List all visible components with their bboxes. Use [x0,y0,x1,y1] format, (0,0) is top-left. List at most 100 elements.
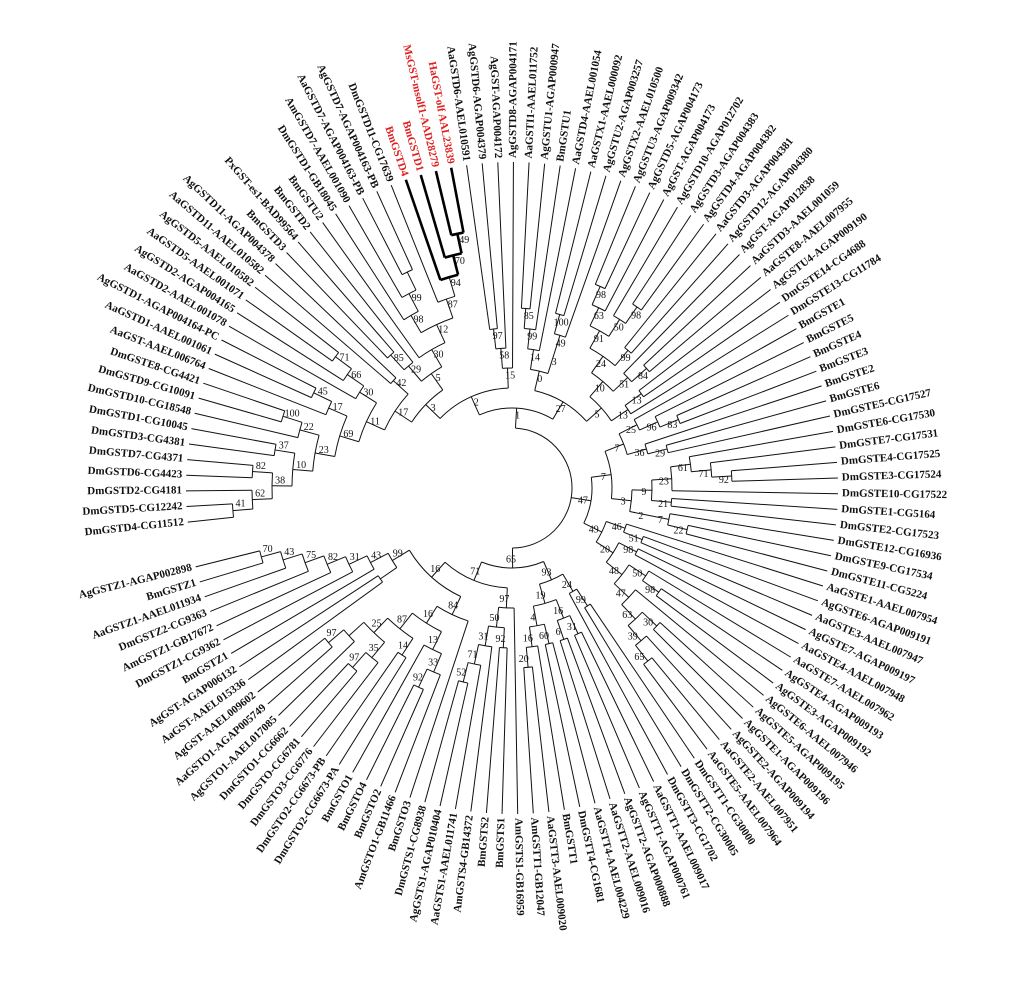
bootstrap-clade-e35: 7 [658,515,663,526]
leaf-label: DmGSTD2-CG4181 [87,484,182,497]
bootstrap-clade-d16: 71 [340,352,350,363]
branch-AaGSTE7-AAEL007962 [649,571,791,657]
bootstrap-clade-o3: 13 [428,635,438,646]
branch-DmGSTO2-CG6673-PB [326,652,398,756]
bootstrap-clade-z4: 31 [350,552,360,563]
clade-arc-clade-e7 [633,304,642,310]
bootstrap-clade-e20: 7 [601,472,606,483]
bootstrap-clade-d11: 100 [285,408,300,419]
bootstrap-clade-t1: 93 [542,568,552,579]
leaf-label: BmGSTS2 [476,816,492,867]
bootstrap-clade-d6: 62 [255,488,265,499]
branch-DmGSTE4-CG17525 [731,462,837,470]
bootstrap-clade-u3: 99 [527,332,537,343]
branch-AgGSTE3-AGAP009192 [656,596,773,683]
clade-arc-clade-d16 [332,353,338,361]
branch-DmGSTO2-CG6673-PA [339,658,406,765]
bootstrap-clade-d4: 10 [296,460,306,471]
clade-arc-clade-z2 [378,576,382,582]
branch-AaGST-AAEL015336 [248,582,382,680]
clade-arc-clade-e52 [644,658,652,665]
branch-DmGSTE13-CG11784 [631,315,789,414]
bootstrap-clade-s6: 52 [456,667,466,678]
branch-AgGSTD8-AGAP004171 [513,162,514,368]
branch-AaGSTD6-AAEL010591 [467,165,490,329]
bootstrap-clade-e4: 63 [594,311,604,322]
clade-arc-clade-u4 [521,308,530,309]
branch-DmGSTE1-CG5164 [672,498,838,509]
leaf-label: BmGSTS1 [494,818,508,868]
bootstrap-clade-z5: 82 [328,552,338,563]
leaf-label: AaGSTI1-AAEL011752 [523,46,541,159]
clade-arc-clade-o7 [398,652,406,657]
branch-AgGSTE4-AGAP009193 [661,589,782,671]
branch-AaGSTZ1-AAEL011934 [205,568,286,597]
bootstrap-clade-d1: 11 [370,416,380,427]
branch-DmGSTE5-CG17527 [668,416,830,453]
branch-AgGSTE5-AGAP009195 [660,622,753,707]
branch-DmGSTE3-CG17524 [732,478,838,481]
bootstrap-clade-u4: 85 [524,311,534,322]
bootstrap-clade-o6: 87 [397,615,407,626]
bootstrap-clade-t11: 20 [519,654,529,665]
bootstrap-clade-e2: 24 [596,359,606,370]
branch-DmGSTD6-CG4423 [186,475,252,478]
branch-AgGSTO1-AAEL017085 [278,642,354,716]
bootstrap-clade-s1: 97 [499,594,509,605]
branch-AgGSTD2-AGAP004165 [237,313,343,381]
bootstrap-clade-e33: 21 [658,499,668,510]
branch-BmGSTO1 [353,645,424,772]
clade-arc-clade-d25 [402,270,412,275]
bootstrap-clade-e-region: 5 [595,409,600,420]
bootstrap-clade-t6: 31 [567,622,577,633]
bootstrap-clade-e12: 13 [632,395,642,406]
bootstrap-clade-olf3: 49 [459,235,469,246]
bootstrap-clade-t3: 99 [576,595,586,606]
bootstrap-clade-d7: 41 [235,499,245,510]
bootstrap-clade-d13: 45 [318,387,328,398]
bootstrap-clade-z3: 43 [371,550,381,561]
clade-arc-clade-e32 [731,471,732,482]
bootstrap-clade-t5: 16 [553,606,563,617]
branch-clade-d25 [407,272,416,290]
branch-DmGSTD3-CG4381 [189,444,274,456]
bootstrap-clade-o4: 33 [428,657,438,668]
bootstrap-clade-e45: 48 [609,566,619,577]
bootstrap-clade-e27: 3 [621,497,626,508]
clade-arc-clade-e5 [595,284,605,288]
branch-AgGSTD7-AGAP004163-PB [377,191,413,269]
branch-AaGSTO1-AGAP005749 [268,647,332,704]
leaf-label: DmGSTE1-CG5164 [841,503,936,521]
leaf-label: DmGSTD6-CG4423 [87,465,183,481]
clade-arc-clade-e28 [651,480,652,501]
branch-AgGSTD10-AGAP012702 [614,207,678,316]
branch-AaGSTI1-AAEL011752 [521,162,529,308]
bootstrap-clade-e9: 51 [619,380,629,391]
bootstrap-clade-d21: 30 [433,349,443,360]
branch-BmGSTE4 [677,357,811,416]
branch-DmGSTE8-CG4421 [203,383,284,411]
bootstrap-clade-u7: 100 [554,317,569,328]
clade-arc-clade-e33 [671,498,672,506]
bootstrap-clade-e42: 51 [629,534,639,545]
clade-arc-clade-d6 [252,490,253,509]
branch-AaGSTD5-AAEL001071 [246,300,333,361]
bootstrap-clade-e11: 13 [618,411,628,422]
bootstrap-clade-d20: 85 [394,353,404,364]
branch-BmGSTD3 [287,253,388,358]
branch-BmGSTE3 [680,371,816,423]
bootstrap-clade-e-big: 47 [578,495,588,506]
leaf-label: AmGSTS1-GB16959 [512,818,526,916]
bootstrap-clade-d2: 69 [343,429,353,440]
leaf-label: DmGSTE4-CG17525 [840,448,941,468]
bootstrap-clade-e26: 29 [655,448,665,459]
branch-AaGSTT2-AAEL009016 [560,641,610,799]
clade-arc-clade-t11 [524,667,533,668]
clade-arc-clade-d8 [252,465,253,477]
branch-AaGSTS1-AAEL011741 [455,665,480,809]
bootstrap-clade-o7: 14 [398,640,408,651]
bootstrap-clade-d-aa: 3 [431,403,436,414]
bootstrap-clade-o1: 84 [448,600,458,611]
bootstrap-clade-e21: 7 [615,443,620,454]
bootstrap-clade-d22: 12 [438,325,448,336]
